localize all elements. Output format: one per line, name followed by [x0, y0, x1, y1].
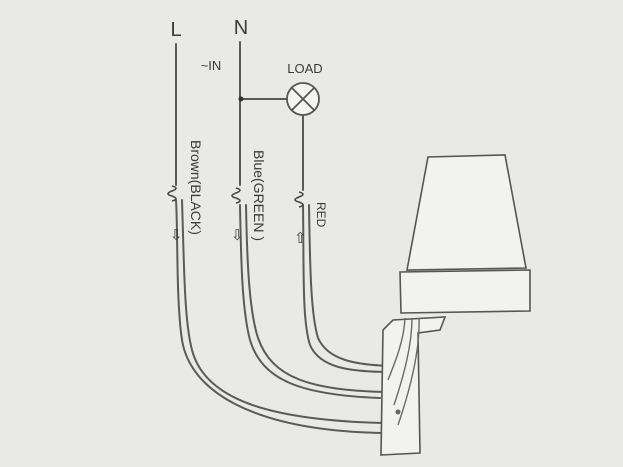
twist-red — [294, 191, 304, 208]
input-label: ~IN — [201, 58, 222, 73]
red-wire — [302, 114, 393, 373]
terminal-l-label: L — [170, 19, 181, 41]
l-wire-return — [181, 199, 384, 424]
arrow-up-red-icon: ⇧ — [294, 230, 307, 247]
brown-wire-label: Brown(BLACK) — [188, 140, 204, 235]
arrow-down-n-icon: ⇩ — [231, 227, 244, 244]
red-wire-return — [308, 204, 393, 367]
l-wire — [175, 43, 381, 434]
blue-wire-label: Blue(GREEN ) — [251, 150, 267, 241]
twist-n — [231, 187, 241, 204]
junction-dot — [238, 96, 244, 102]
terminal-n-label: N — [234, 17, 248, 39]
twist-l — [167, 185, 177, 202]
red-wire-label: RED — [314, 202, 328, 228]
arrow-down-l-icon: ⇩ — [170, 227, 183, 244]
n-wire-return — [245, 204, 386, 393]
n-wire — [239, 41, 381, 399]
load-label: LOAD — [287, 61, 322, 76]
lamp-icon — [286, 82, 320, 116]
photocell-sensor-icon — [380, 154, 531, 456]
